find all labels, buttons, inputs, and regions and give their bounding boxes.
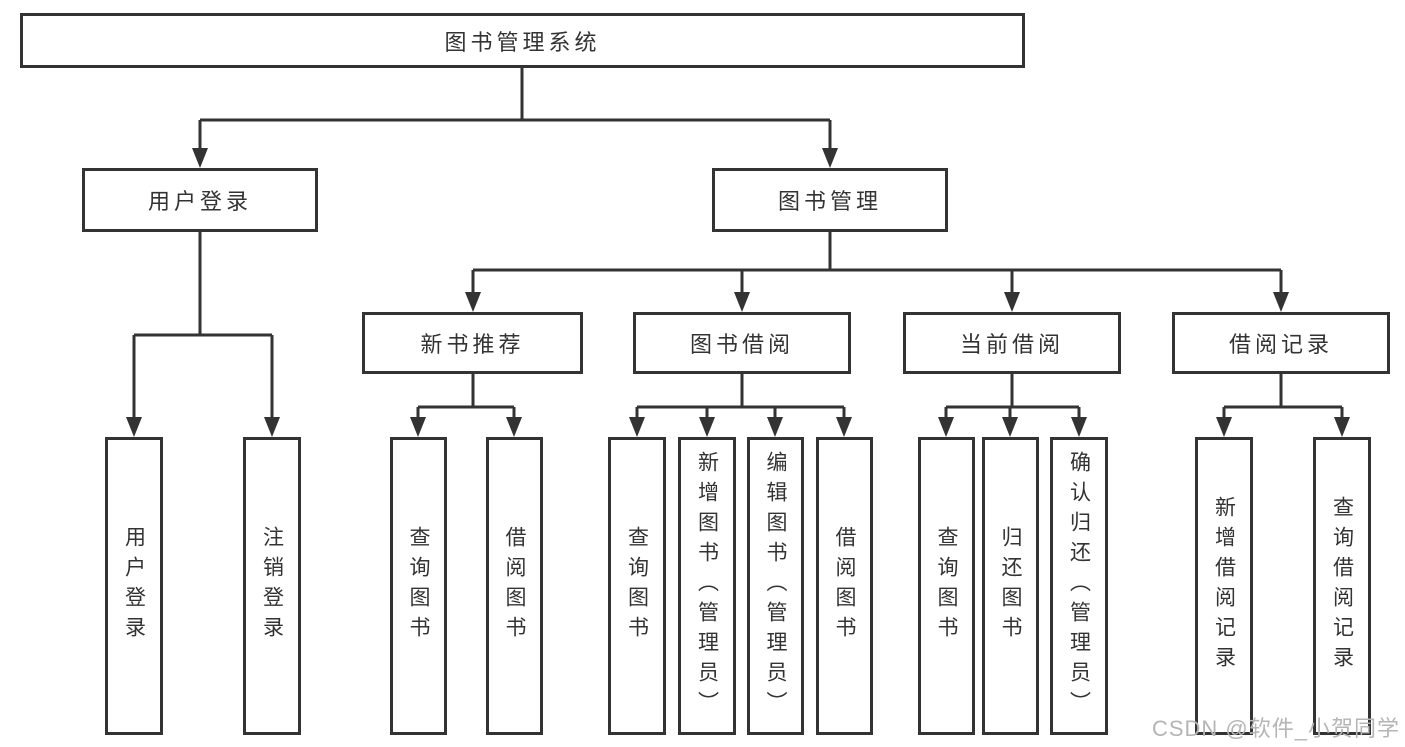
leaf-user-login: 用户登录 <box>105 437 163 735</box>
node-label: 查询借阅记录 <box>1330 496 1354 676</box>
leaf-logout: 注销登录 <box>243 437 301 735</box>
leaf-edit-books-admin: 编辑图书（管理员） <box>747 437 804 735</box>
arrow-down-icon <box>1216 417 1232 437</box>
connector-bookborrow-to-leaves <box>635 374 846 418</box>
leaf-confirm-return-admin: 确认归还（管理员） <box>1050 437 1108 735</box>
csdn-watermark: CSDN @软件_小贺同学 <box>1151 716 1400 741</box>
arrow-down-icon <box>822 148 838 168</box>
arrow-down-icon <box>767 417 783 437</box>
arrow-down-icon <box>506 417 522 437</box>
arrow-down-icon <box>465 292 481 312</box>
node-label: 确认归还（管理员） <box>1067 451 1091 721</box>
leaf-add-books-admin: 新增图书（管理员） <box>678 437 736 735</box>
node-borrowing-records: 借阅记录 <box>1172 312 1390 374</box>
node-label: 图书借阅 <box>689 332 794 357</box>
arrow-down-icon <box>192 148 208 168</box>
arrow-down-icon <box>1273 292 1289 312</box>
node-label: 归还图书 <box>999 526 1022 646</box>
arrow-down-icon <box>126 417 142 437</box>
arrow-down-icon <box>1004 292 1020 312</box>
node-label: 图书管理系统 <box>444 29 601 55</box>
node-new-book-recommend: 新书推荐 <box>362 312 583 374</box>
node-user-login: 用户登录 <box>82 168 318 232</box>
arrow-down-icon <box>836 417 852 437</box>
node-label: 查询图书 <box>935 526 958 646</box>
node-label: 当前借阅 <box>959 332 1064 357</box>
node-label: 图书管理 <box>777 189 882 214</box>
leaf-add-borrow-record: 新增借阅记录 <box>1195 437 1253 735</box>
connector-currentborrow-to-leaves <box>944 374 1081 418</box>
leaf-borrow-books: 借阅图书 <box>486 437 543 735</box>
arrow-down-icon <box>629 417 645 437</box>
connector-newbookrec-to-leaves <box>416 374 516 418</box>
node-label: 借阅图书 <box>503 526 526 646</box>
connector-userlogin-to-leaves <box>132 232 274 418</box>
arrow-down-icon <box>699 417 715 437</box>
node-label: 借阅记录 <box>1228 332 1333 357</box>
arrow-down-icon <box>938 417 954 437</box>
node-current-borrowing: 当前借阅 <box>903 312 1121 374</box>
arrow-down-icon <box>1002 417 1018 437</box>
node-label: 新书推荐 <box>420 332 525 357</box>
node-label: 用户登录 <box>147 189 252 214</box>
arrow-down-icon <box>1071 417 1087 437</box>
connector-bookmgmt-to-level3 <box>471 232 1283 293</box>
node-label: 新增图书（管理员） <box>695 451 719 721</box>
node-label: 查询图书 <box>625 526 649 646</box>
node-label: 借阅图书 <box>833 526 856 646</box>
leaf-query-books: 查询图书 <box>608 437 666 735</box>
leaf-query-books: 查询图书 <box>918 437 975 735</box>
connector-root-to-level2 <box>198 68 832 149</box>
node-label: 编辑图书（管理员） <box>764 451 787 721</box>
node-label: 新增借阅记录 <box>1212 496 1236 676</box>
arrow-down-icon <box>264 417 280 437</box>
node-root-system: 图书管理系统 <box>20 13 1025 68</box>
node-label: 用户登录 <box>122 526 146 646</box>
node-book-management: 图书管理 <box>712 168 948 232</box>
arrow-down-icon <box>410 417 426 437</box>
node-book-borrowing: 图书借阅 <box>633 312 851 374</box>
arrow-down-icon <box>1334 417 1350 437</box>
leaf-query-books: 查询图书 <box>390 437 447 735</box>
node-label: 注销登录 <box>260 526 284 646</box>
arrow-down-icon <box>734 292 750 312</box>
node-label: 查询图书 <box>407 526 430 646</box>
leaf-borrow-books: 借阅图书 <box>816 437 873 735</box>
leaf-query-borrow-record: 查询借阅记录 <box>1313 437 1371 735</box>
arrowheads <box>126 148 1350 437</box>
leaf-return-books: 归还图书 <box>982 437 1039 735</box>
connector-borrowrecords-to-leaves <box>1222 374 1344 418</box>
